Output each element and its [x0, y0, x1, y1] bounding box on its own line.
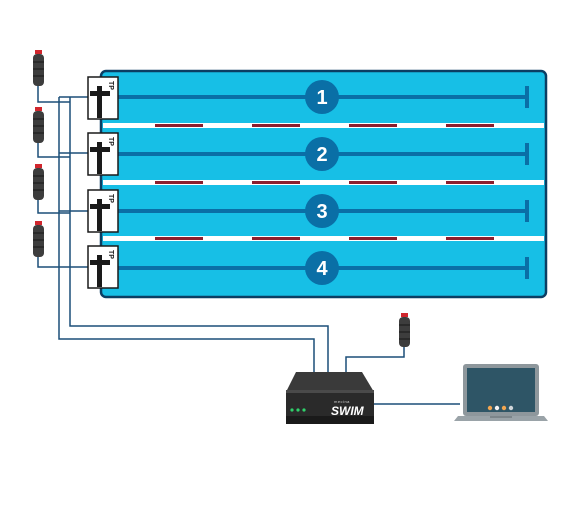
device-brand-small: mecina — [334, 399, 350, 404]
touchpad: TP — [87, 76, 119, 120]
lane-end-t — [525, 257, 529, 279]
cables — [37, 86, 460, 405]
push-button — [33, 164, 44, 200]
laptop-screen — [467, 368, 535, 412]
touchpad: TP — [87, 189, 119, 233]
lane-number-badge — [305, 137, 339, 171]
lane-number: 2 — [316, 144, 327, 166]
cable-start-button — [345, 347, 405, 374]
laptop-screen-dot — [487, 405, 493, 411]
lane-2: 2 — [112, 137, 529, 171]
lane-number: 4 — [316, 258, 328, 280]
start-push-button — [399, 313, 410, 347]
lane-divider — [103, 180, 544, 185]
cable-button-3 — [37, 200, 70, 214]
push-button — [33, 107, 44, 143]
lane-4: 4 — [112, 251, 529, 285]
lane-3: 3 — [112, 194, 529, 228]
push-button — [33, 221, 44, 257]
laptop-screen-dot — [494, 405, 500, 411]
lane-divider — [103, 123, 544, 128]
laptop-base — [454, 416, 548, 421]
lane-number: 3 — [316, 201, 327, 223]
touchpad-label: TP — [107, 137, 114, 146]
touchpad-label: TP — [107, 194, 114, 203]
lane-divider — [103, 236, 544, 241]
lane-1: 1 — [112, 80, 529, 114]
cable-button-4 — [37, 257, 59, 268]
touchpad-label: TP — [107, 250, 114, 259]
touchpad-label: TP — [107, 81, 114, 90]
push-button — [33, 50, 44, 86]
touchpad: TP — [87, 245, 119, 289]
device-brand-logo: SWIM — [331, 404, 365, 418]
lane-number: 1 — [316, 87, 327, 109]
touchpad: TP — [87, 132, 119, 176]
lane-number-badge — [305, 194, 339, 228]
laptop — [454, 364, 548, 421]
status-led — [296, 408, 300, 412]
laptop-screen-dot — [501, 405, 507, 411]
status-led — [290, 408, 294, 412]
lane-end-t — [525, 200, 529, 222]
lane-number-badge — [305, 251, 339, 285]
laptop-screen-dot — [508, 405, 514, 411]
lane-end-t — [525, 86, 529, 108]
status-led — [302, 408, 306, 412]
timing-device: mecina SWIM — [286, 372, 374, 424]
lane-end-t — [525, 143, 529, 165]
cable-trunk-outer — [58, 97, 315, 378]
lane-number-badge — [305, 80, 339, 114]
cable-button-2 — [37, 143, 70, 158]
cable-button-1 — [37, 86, 70, 103]
swimming-pool: 1 2 3 4 — [99, 69, 548, 299]
